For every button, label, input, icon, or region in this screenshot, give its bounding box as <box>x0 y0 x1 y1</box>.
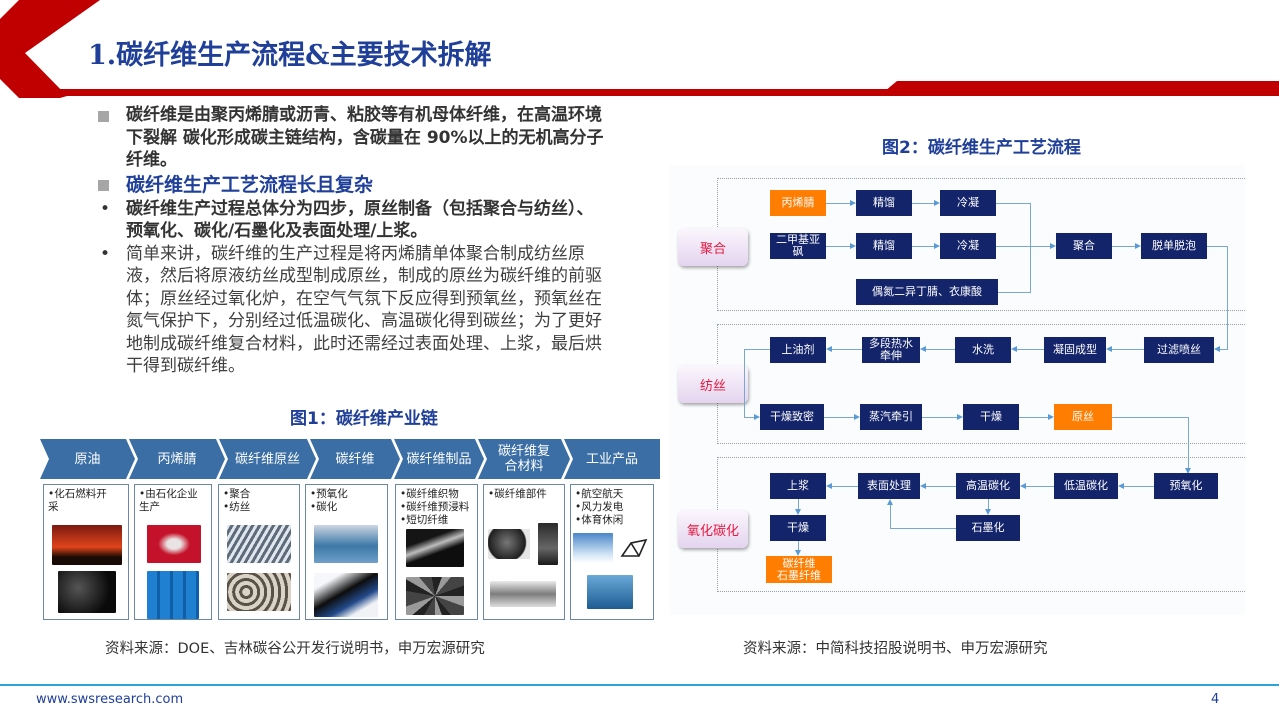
chain-stage-crude-oil: 原油 <box>40 439 135 479</box>
page-title: 1.碳纤维生产流程&主要技术拆解 <box>88 40 492 71</box>
step-sizing: 上浆 <box>770 473 826 499</box>
turbine-blade-image <box>538 523 558 565</box>
step-polymerize: 聚合 <box>1056 233 1112 259</box>
carbon-fabric-image <box>406 529 464 567</box>
bike-frame-image <box>620 538 648 557</box>
step-acrylonitrile: 丙烯腈 <box>770 190 826 216</box>
page-number: 4 <box>1211 692 1220 707</box>
footer-divider <box>0 684 1279 686</box>
header-accent-bar <box>60 89 1279 96</box>
chain-cell-products: •碳纤维织物•碳纤维预浸料•短切纤维 <box>395 484 478 620</box>
process-flow-figure: 聚合 纺丝 氧化碳化 丙烯腈 精馏 冷凝 二甲基亚砜 精馏 冷凝 偶氮二异丁腈、… <box>670 165 1245 615</box>
square-bullet-icon <box>98 179 109 191</box>
carbonization-furnace-image <box>314 525 378 563</box>
blue-drums-image <box>147 571 199 619</box>
step-precursor: 原丝 <box>1054 404 1112 430</box>
chain-stage-industrial: 工业产品 <box>564 439 660 479</box>
dot-bullet-icon: • <box>100 243 111 264</box>
chain-cell-industrial: •航空航天•风力发电•体育休闲 <box>570 484 654 620</box>
square-bullet-icon <box>98 111 109 122</box>
chain-cell-precursor: •聚合•纺丝 <box>218 484 300 620</box>
chain-cell-acrylonitrile: •由石化企业 生产 <box>134 484 212 620</box>
acrylonitrile-bottle-image <box>147 525 201 563</box>
bullet-definition: 碳纤维是由聚丙烯腈或沥青、粘胶等有机母体纤维，在高温环境下裂解 碳化形成碳主链结… <box>96 104 606 172</box>
figure1-title: 图1：碳纤维产业链 <box>290 409 438 429</box>
chain-stage-composites: 碳纤维复合材料 <box>478 439 570 479</box>
step-dry: 干燥 <box>963 404 1019 430</box>
dot-bullet-icon: • <box>100 198 111 219</box>
step-wash: 水洗 <box>955 337 1011 363</box>
footer-website-link[interactable]: www.swsresearch.com <box>36 692 184 707</box>
chopped-fiber-image <box>406 577 464 615</box>
step-rectify-1: 精馏 <box>856 190 912 216</box>
step-graphitization: 石墨化 <box>956 515 1020 541</box>
industry-chain-figure: 原油 丙烯腈 碳纤维原丝 碳纤维 碳纤维制品 碳纤维复合材料 工业产品 •化石燃… <box>40 439 660 624</box>
stage-polymerization: 聚合 <box>678 228 748 266</box>
step-final-product: 碳纤维 石墨纤维 <box>766 556 832 583</box>
step-initiator: 偶氮二异丁腈、衣康酸 <box>856 279 998 305</box>
header-chevron-decoration <box>0 0 100 98</box>
carbon-fiber-tow-image <box>314 573 378 617</box>
step-rectify-2: 精馏 <box>856 233 912 259</box>
step-demonomer-degas: 脱单脱泡 <box>1141 233 1207 259</box>
spinning-line-image <box>227 525 291 563</box>
step-high-temp-carbonization: 高温碳化 <box>956 473 1020 499</box>
chain-stage-carbon-fiber: 碳纤维 <box>310 439 400 479</box>
header-accent-tab <box>885 81 1279 91</box>
step-condense-2: 冷凝 <box>940 233 996 259</box>
chain-cell-composites: •碳纤维部件 <box>483 484 565 620</box>
chain-stage-precursor: 碳纤维原丝 <box>219 439 316 479</box>
step-coagulate: 凝固成型 <box>1044 337 1106 363</box>
stage-oxidation-carbonization: 氧化碳化 <box>678 510 748 548</box>
shaft-part-image <box>490 581 556 607</box>
step-oiling: 上油剂 <box>770 337 826 363</box>
aircraft-image <box>573 533 613 563</box>
step-pre-oxidation: 预氧化 <box>1154 473 1218 499</box>
chain-stage-products: 碳纤维制品 <box>394 439 484 479</box>
step-dry-densify: 干燥致密 <box>760 404 824 430</box>
oil-barrels-image <box>58 571 116 613</box>
step-hot-water-stretch: 多段热水牵伸 <box>862 337 920 363</box>
step-surface-treatment: 表面处理 <box>858 473 920 499</box>
step-steam-draw: 蒸汽牵引 <box>860 404 922 430</box>
composite-part-image <box>488 529 530 559</box>
figure1-source: 资料来源：DOE、吉林碳谷公开发行说明书，申万宏源研究 <box>105 641 485 657</box>
bullet-section-heading: 碳纤维生产工艺流程长且复杂 <box>96 172 606 198</box>
chain-stage-acrylonitrile: 丙烯腈 <box>129 439 225 479</box>
stage-spinning: 纺丝 <box>678 365 748 403</box>
chain-cell-carbon-fiber: •预氧化•碳化 <box>305 484 388 620</box>
step-dmso: 二甲基亚砜 <box>770 233 826 259</box>
precursor-spools-image <box>227 573 291 611</box>
bullet-list: 碳纤维是由聚丙烯腈或沥青、粘胶等有机母体纤维，在高温环境下裂解 碳化形成碳主链结… <box>96 104 606 378</box>
wind-turbine-image <box>587 575 633 609</box>
chain-cell-crude-oil: •化石燃料开 采 <box>43 484 129 620</box>
bullet-four-steps: • 碳纤维生产过程总体分为四步，原丝制备（包括聚合与纺丝）、预氧化、碳化/石墨化… <box>100 198 594 242</box>
step-final-dry: 干燥 <box>770 515 826 541</box>
figure2-source: 资料来源：中简科技招股说明书、申万宏源研究 <box>743 641 1048 657</box>
step-filter-spin: 过滤喷丝 <box>1144 337 1214 363</box>
oil-pump-image <box>52 525 122 565</box>
step-condense-1: 冷凝 <box>940 190 996 216</box>
step-low-temp-carbonization: 低温碳化 <box>1054 473 1118 499</box>
bullet-process-summary: • 简单来讲，碳纤维的生产过程是将丙烯腈单体聚合制成纺丝原液，然后将原液纺丝成型… <box>100 243 602 377</box>
figure2-title: 图2：碳纤维生产工艺流程 <box>882 138 1081 158</box>
